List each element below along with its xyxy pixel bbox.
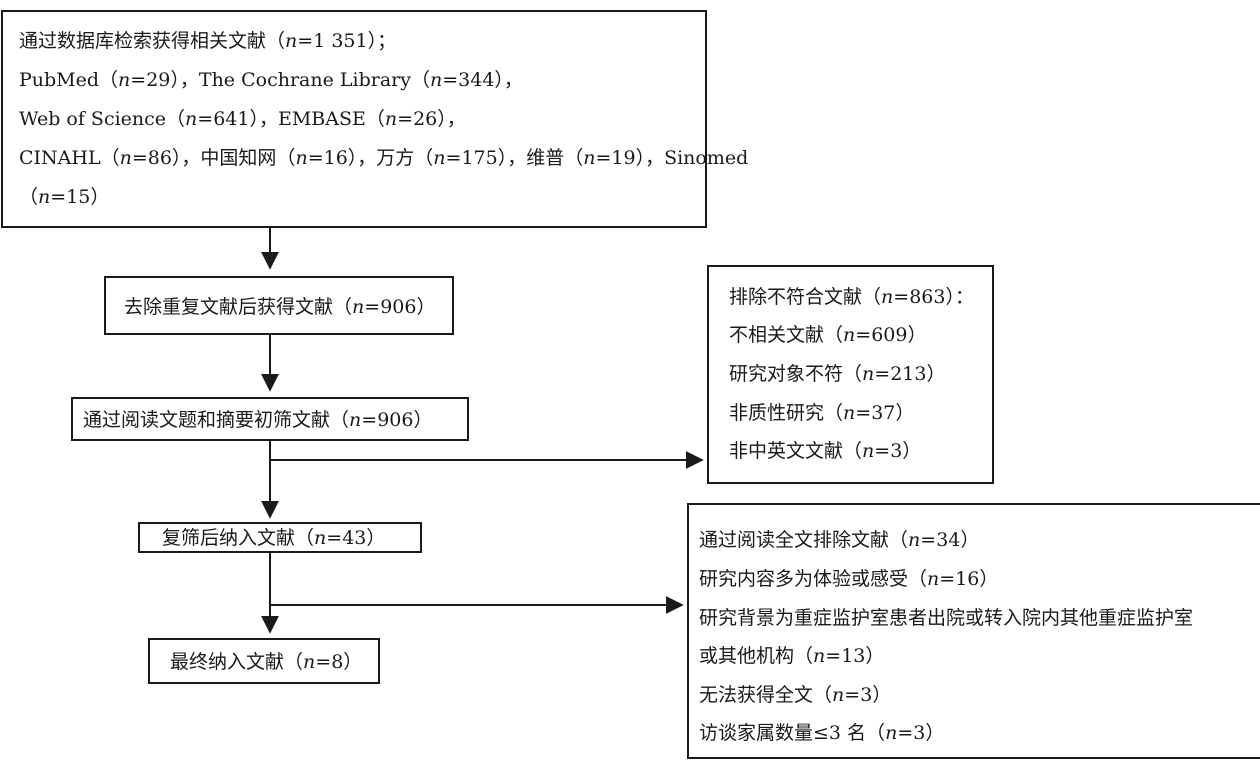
- final-included-box: 最终纳入文献（n=8）: [148, 638, 380, 684]
- search-line-3: Web of Science（n=641），EMBASE（n=26），: [19, 108, 466, 130]
- exclude1-line-5: 非中英文文献（n=3）: [729, 440, 922, 462]
- title-abstract-screening-box: 通过阅读文题和摘要初筛文献（n=906）: [71, 397, 469, 441]
- screen-label: 通过阅读文题和摘要初筛文献（n=906）: [83, 409, 433, 431]
- exclude2-line-4: 或其他机构（n=13）: [699, 645, 885, 667]
- dedup-label: 去除重复文献后获得文献（n=906）: [124, 296, 436, 318]
- exclude1-line-3: 研究对象不符（n=213）: [729, 363, 946, 385]
- search-line-2: PubMed（n=29），The Cochrane Library（n=344）…: [19, 69, 523, 91]
- dedup-box: 去除重复文献后获得文献（n=906）: [104, 276, 454, 335]
- exclude2-line-3: 研究背景为重症监护室患者出院或转入院内其他重症监护室: [699, 607, 1194, 629]
- exclude2-line-5: 无法获得全文（n=3）: [699, 684, 892, 706]
- exclude1-line-4: 非质性研究（n=37）: [729, 402, 915, 424]
- exclude1-line-2: 不相关文献（n=609）: [729, 324, 927, 346]
- search-line-4: CINAHL（n=86），中国知网（n=16），万方（n=175），维普（n=1…: [19, 147, 749, 169]
- exclude1-line-1: 排除不符合文献（n=863）：: [729, 286, 974, 308]
- search-line-1: 通过数据库检索获得相关文献（n=1 351）；: [19, 30, 397, 52]
- rescreen-box: 复筛后纳入文献（n=43）: [138, 522, 422, 553]
- exclusion-box-2: 通过阅读全文排除文献（n=34） 研究内容多为体验或感受（n=16） 研究背景为…: [687, 503, 1260, 759]
- rescreen-label: 复筛后纳入文献（n=43）: [162, 527, 386, 549]
- exclude2-line-2: 研究内容多为体验或感受（n=16）: [699, 568, 999, 590]
- search-line-5: （n=15）: [19, 186, 110, 208]
- exclude2-line-6: 访谈家属数量≤3 名（n=3）: [699, 722, 945, 744]
- search-results-box: 通过数据库检索获得相关文献（n=1 351）； PubMed（n=29），The…: [1, 10, 748, 228]
- final-label: 最终纳入文献（n=8）: [170, 651, 363, 673]
- exclusion-box-1: 排除不符合文献（n=863）： 不相关文献（n=609） 研究对象不符（n=21…: [707, 265, 994, 484]
- exclude2-line-1: 通过阅读全文排除文献（n=34）: [699, 529, 980, 551]
